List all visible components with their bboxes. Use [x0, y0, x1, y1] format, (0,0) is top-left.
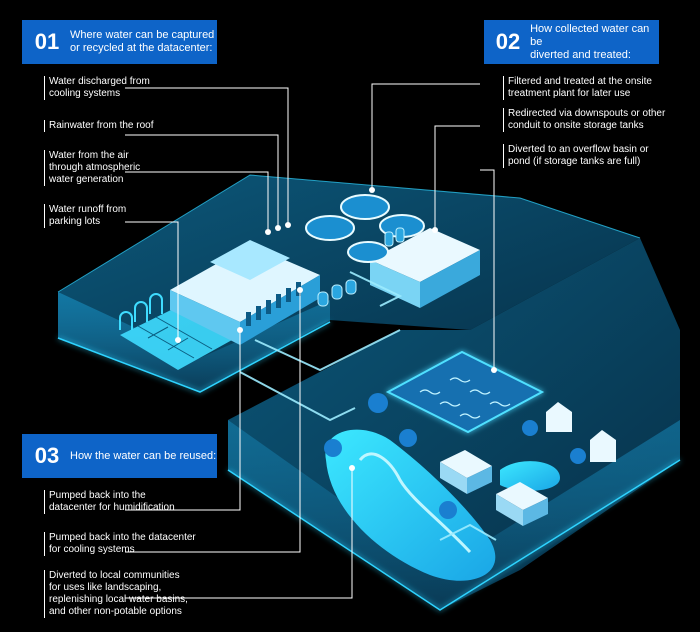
community-buildings — [440, 402, 616, 526]
section1-number: 01 — [34, 29, 60, 54]
leader-lines — [125, 83, 495, 599]
section3-number: 03 — [34, 443, 60, 468]
settling-tanks — [305, 194, 425, 263]
section1-title: Where water can be captured or recycled … — [70, 29, 215, 54]
section2-item-storage: Redirected via downspouts or other condu… — [503, 108, 665, 132]
section3-item-humidification: Pumped back into the datacenter for humi… — [44, 490, 175, 514]
section3-header: 03 How the water can be reused: — [22, 434, 217, 478]
water-pipes — [239, 271, 497, 541]
section2-number: 02 — [495, 29, 521, 54]
overflow-basin — [385, 350, 545, 434]
section3-item-communities: Diverted to local communities for uses l… — [44, 570, 188, 618]
trees — [324, 393, 586, 519]
section2-header: 02 How collected water can be diverted a… — [484, 20, 659, 64]
section1-header: 01 Where water can be captured or recycl… — [22, 20, 217, 64]
section2-title: How collected water can be diverted and … — [530, 22, 650, 61]
section1-item-atmospheric: Water from the air through atmospheric w… — [44, 150, 140, 186]
treatment-plant — [370, 228, 480, 308]
storage-tanks — [317, 227, 405, 307]
pond — [325, 429, 560, 581]
pipe-arches — [119, 293, 163, 330]
section1-item-cooling-discharge: Water discharged from cooling systems — [44, 76, 150, 100]
leader-dots — [175, 187, 497, 471]
section3-title: How the water can be reused: — [70, 449, 217, 462]
section2-item-overflow: Diverted to an overflow basin or pond (i… — [503, 144, 649, 168]
section1-item-rainwater: Rainwater from the roof — [44, 120, 154, 132]
section2-item-treatment: Filtered and treated at the onsite treat… — [503, 76, 652, 100]
section3-item-cooling: Pumped back into the datacenter for cool… — [44, 532, 196, 556]
section1-item-parking-runoff: Water runoff from parking lots — [44, 204, 126, 228]
